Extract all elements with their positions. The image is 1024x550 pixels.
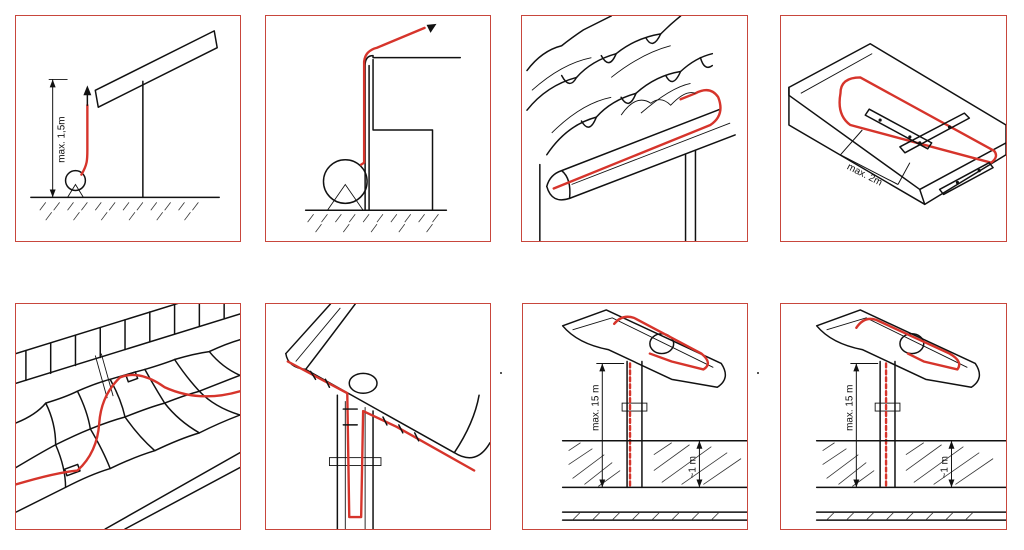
panel-tile-roof-gutter-edge: [521, 15, 748, 242]
cable-ties: [309, 370, 420, 442]
stray-dot: [757, 372, 759, 374]
gutter-downpipe-below-grade-a-diagram: max. 15 m ~1 m: [561, 309, 747, 521]
ground-hatch: [39, 202, 199, 221]
height-label: max. 1,5m: [57, 116, 68, 162]
tile-roof-snow-guard-diagram: [16, 304, 240, 529]
panel-ground-to-roof-feed: max. 1,5m: [15, 15, 241, 242]
flat-gutter-loop-diagram: max. 2m: [788, 43, 1006, 206]
stray-dot: [500, 372, 502, 374]
snow-guard: [16, 304, 240, 399]
ground-hatch-lower: [826, 511, 974, 521]
ground-hatch: [822, 442, 994, 487]
cable-clips: [864, 108, 994, 196]
roof-tiles: [16, 338, 240, 529]
roof-tiles: [526, 16, 714, 156]
depth-label: ~1 m: [940, 456, 951, 478]
ground-hatch: [568, 442, 742, 487]
depth-label: ~1 m: [687, 456, 698, 478]
ground-hatch-lower: [572, 511, 720, 521]
max-height-label: max. 15 m: [844, 385, 855, 431]
panel-gutter-downpipe-below-grade-b: max. 15 m ~1 m: [780, 303, 1007, 530]
ground-to-roof-feed-diagram: max. 1,5m: [30, 30, 220, 221]
tile-roof-gutter-edge-diagram: [526, 16, 736, 241]
gutter-downpipe-below-grade-b-diagram: max. 15 m ~1 m: [815, 309, 1006, 521]
panel-wall-parapet-feed: [265, 15, 491, 242]
panel-downpipe-outlet: [265, 303, 491, 530]
panel-flat-gutter-loop: max. 2m: [780, 15, 1007, 242]
wall-parapet-feed-diagram: [304, 23, 462, 233]
spacing-label: max. 2m: [845, 162, 884, 189]
max-height-label: max. 15 m: [590, 385, 601, 431]
ground-hatch: [307, 213, 439, 233]
panel-gutter-downpipe-below-grade-a: max. 15 m ~1 m: [522, 303, 748, 530]
downpipe-outlet-diagram: [285, 304, 490, 529]
panel-tile-roof-snow-guard: [15, 303, 241, 530]
